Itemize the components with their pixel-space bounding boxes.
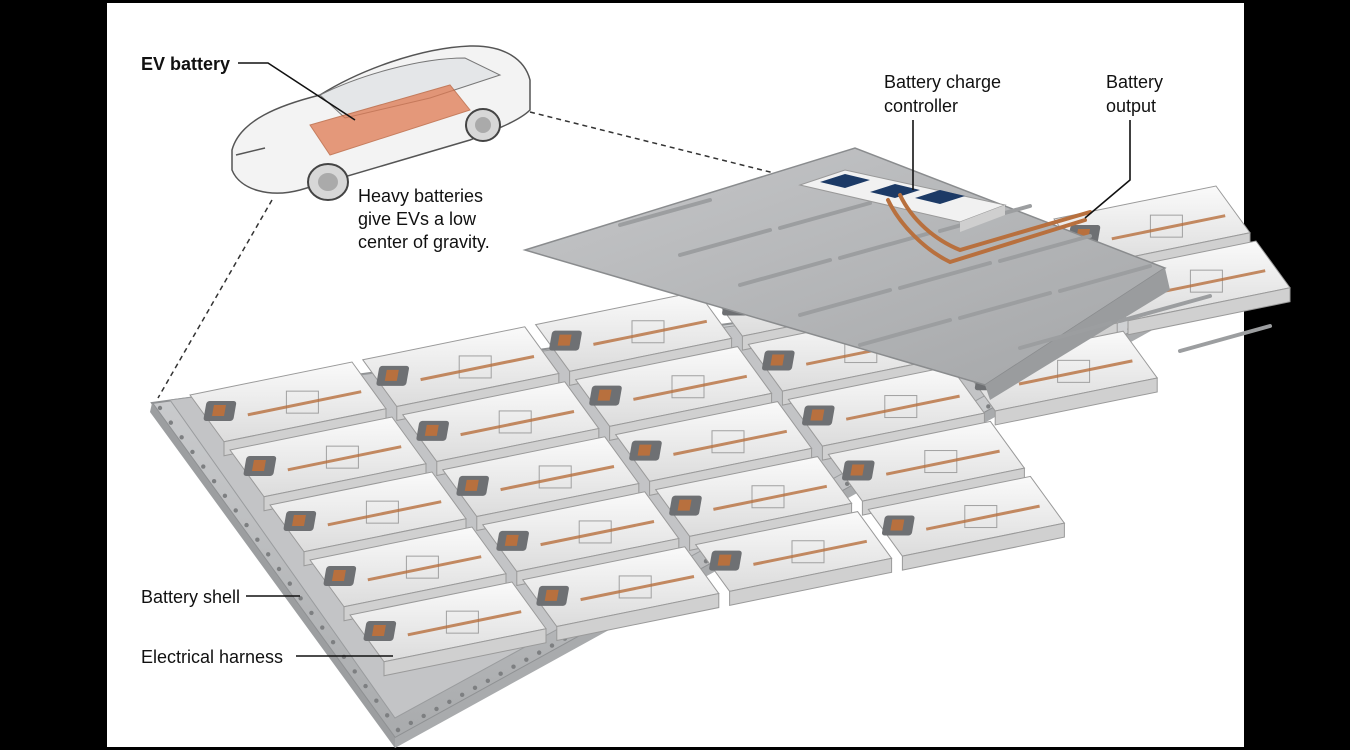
rivet (844, 481, 850, 487)
cover-rib (998, 234, 1092, 263)
label-charge-controller-line2: controller (884, 96, 959, 116)
rivet (549, 643, 555, 648)
rivet (309, 610, 314, 616)
rivet (472, 685, 478, 690)
cover-rib (858, 318, 952, 347)
rivet (287, 581, 293, 586)
rivet (498, 671, 503, 676)
cover-rib (778, 201, 872, 230)
caption-line1: Heavy batteries (358, 186, 484, 206)
rivet (395, 727, 401, 733)
rivet (233, 508, 238, 513)
rivet (536, 650, 542, 655)
leader-battery-output (1084, 120, 1131, 219)
zoom-line-left (157, 199, 273, 399)
cover-rib (738, 258, 832, 287)
rivet (374, 698, 379, 703)
rivet (986, 404, 991, 409)
label-charge-controller-line1: Battery charge (884, 72, 1002, 92)
battery-module (349, 581, 547, 677)
rivet (255, 537, 260, 542)
cover-rib (1178, 324, 1272, 353)
cover-rib (1018, 321, 1112, 350)
rivet (352, 669, 357, 674)
rivet (211, 478, 217, 484)
rivet (384, 713, 390, 718)
label-ev-battery: EV battery (141, 54, 231, 74)
rivet (222, 493, 228, 499)
rivet (298, 596, 303, 601)
cover-rib (678, 228, 772, 257)
cover-rib (1118, 294, 1212, 323)
rivet (201, 464, 206, 469)
rivet (408, 720, 414, 726)
leader-lines (238, 62, 1131, 657)
rivet (363, 683, 368, 689)
car-illustration (231, 45, 531, 201)
rivet (434, 706, 439, 712)
rivet (421, 713, 426, 719)
label-electrical-harness: Electrical harness (141, 647, 284, 667)
rivet (168, 420, 174, 425)
rivet (330, 639, 336, 645)
rivet (459, 692, 465, 698)
battery-module (867, 475, 1066, 571)
label-battery-output-line2: output (1106, 96, 1157, 116)
cover-ribs (618, 198, 1272, 353)
rivet (320, 625, 325, 630)
cover-rib (1058, 264, 1152, 293)
cover-rib (618, 198, 712, 227)
cover-rib (798, 288, 892, 317)
rivet (485, 678, 491, 683)
rivet (447, 699, 452, 705)
caption-line3: center of gravity. (358, 232, 490, 252)
caption-line2: give EVs a low (358, 209, 477, 229)
rivet (265, 552, 271, 557)
rivet (190, 449, 195, 455)
cover-rib (958, 291, 1052, 320)
cover-rib (898, 261, 992, 290)
rivet (179, 435, 184, 440)
rivet (157, 405, 163, 411)
battery-module (229, 416, 427, 512)
label-battery-output-line1: Battery (1106, 72, 1164, 92)
leader-ev-battery (238, 62, 356, 121)
rivet (524, 657, 529, 662)
rivet (511, 664, 516, 669)
rivet (276, 566, 282, 572)
battery-module (521, 546, 720, 642)
battery-module (694, 511, 893, 606)
label-battery-shell: Battery shell (141, 587, 241, 607)
rivet (244, 522, 249, 528)
output-cable (886, 193, 1092, 265)
